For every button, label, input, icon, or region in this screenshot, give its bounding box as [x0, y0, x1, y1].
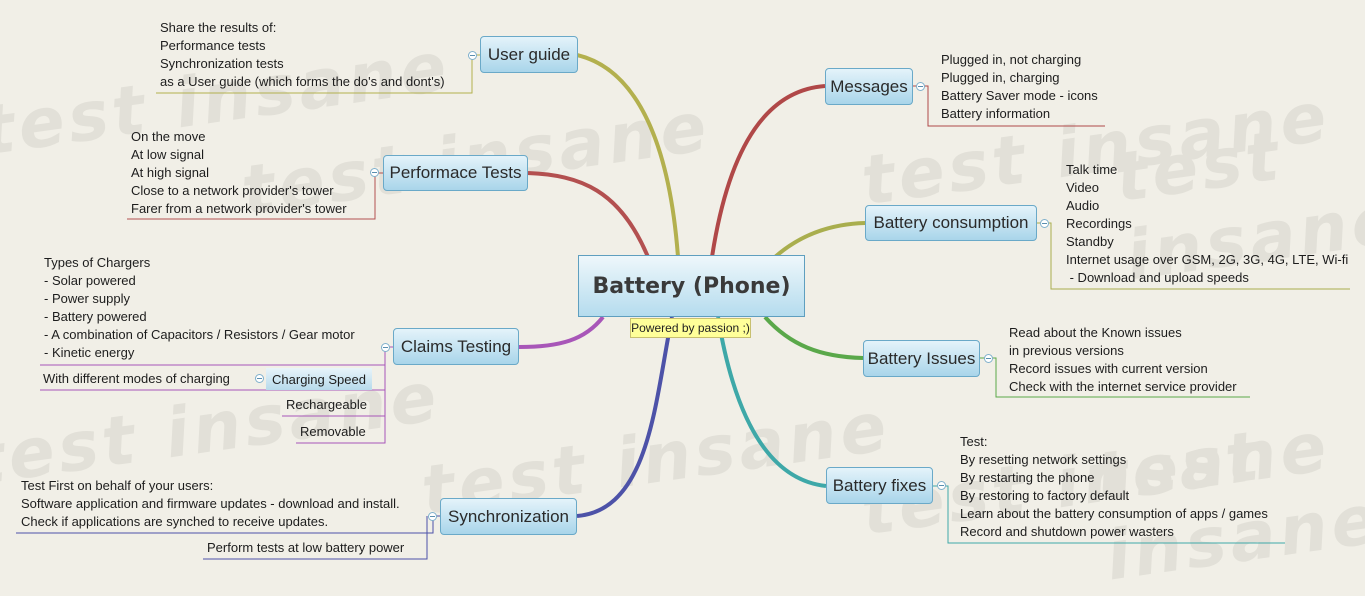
- connector-battery-issues: [763, 315, 864, 360]
- notes-messages: Plugged in, not charging Plugged in, cha…: [941, 52, 1098, 121]
- collapse-icon[interactable]: [370, 168, 379, 177]
- collapse-icon[interactable]: [255, 374, 264, 383]
- collapse-icon[interactable]: [1040, 219, 1049, 228]
- collapse-icon[interactable]: [937, 481, 946, 490]
- collapse-icon[interactable]: [468, 51, 477, 60]
- topic-battery-fixes[interactable]: Battery fixes: [826, 467, 933, 504]
- subtopic-charging-speed[interactable]: Charging Speed: [266, 368, 372, 390]
- connector-synchronization: [576, 316, 674, 518]
- topic-user-guide[interactable]: User guide: [480, 36, 578, 73]
- central-topic[interactable]: Battery (Phone): [578, 255, 805, 317]
- notes-battery-consumption: Talk time Video Audio Recordings Standby…: [1066, 162, 1349, 285]
- collapse-icon[interactable]: [381, 343, 390, 352]
- subtopic-removable[interactable]: Removable: [300, 424, 366, 439]
- collapse-icon[interactable]: [984, 354, 993, 363]
- topic-performance-tests[interactable]: Performace Tests: [383, 155, 528, 191]
- collapse-icon[interactable]: [428, 512, 437, 521]
- topic-synchronization[interactable]: Synchronization: [440, 498, 577, 535]
- notes-battery-issues: Read about the Known issues in previous …: [1009, 325, 1237, 394]
- subtopic-low-battery[interactable]: Perform tests at low battery power: [207, 540, 405, 555]
- connector-claims-testing: [518, 315, 605, 349]
- connector-messages: [710, 84, 826, 258]
- topic-claims-testing[interactable]: Claims Testing: [393, 328, 519, 365]
- note-line-low-battery: [203, 516, 428, 560]
- connector-battery-consumption: [773, 221, 866, 259]
- note-line-performance-tests: [127, 172, 383, 220]
- connector-performance-tests: [527, 171, 650, 258]
- connector-user-guide: [576, 53, 680, 258]
- topic-messages[interactable]: Messages: [825, 68, 913, 105]
- notes-user-guide: Share the results of: Performance tests …: [160, 20, 445, 89]
- topic-battery-consumption[interactable]: Battery consumption: [865, 205, 1037, 241]
- topic-battery-issues[interactable]: Battery Issues: [863, 340, 980, 377]
- subtopic-rechargeable[interactable]: Rechargeable: [286, 397, 367, 412]
- note-charging-modes: With different modes of charging: [43, 371, 230, 386]
- notes-synchronization: Test First on behalf of your users: Soft…: [21, 478, 400, 529]
- connector-battery-fixes: [716, 316, 827, 488]
- note-line-removable: [296, 416, 386, 444]
- collapse-icon[interactable]: [916, 82, 925, 91]
- notes-performance-tests: On the move At low signal At high signal…: [131, 129, 347, 216]
- notes-battery-fixes: Test: By resetting network settings By r…: [960, 434, 1268, 539]
- central-tagline: Powered by passion ;): [630, 318, 751, 338]
- notes-claims-testing: Types of Chargers - Solar powered - Powe…: [44, 255, 355, 360]
